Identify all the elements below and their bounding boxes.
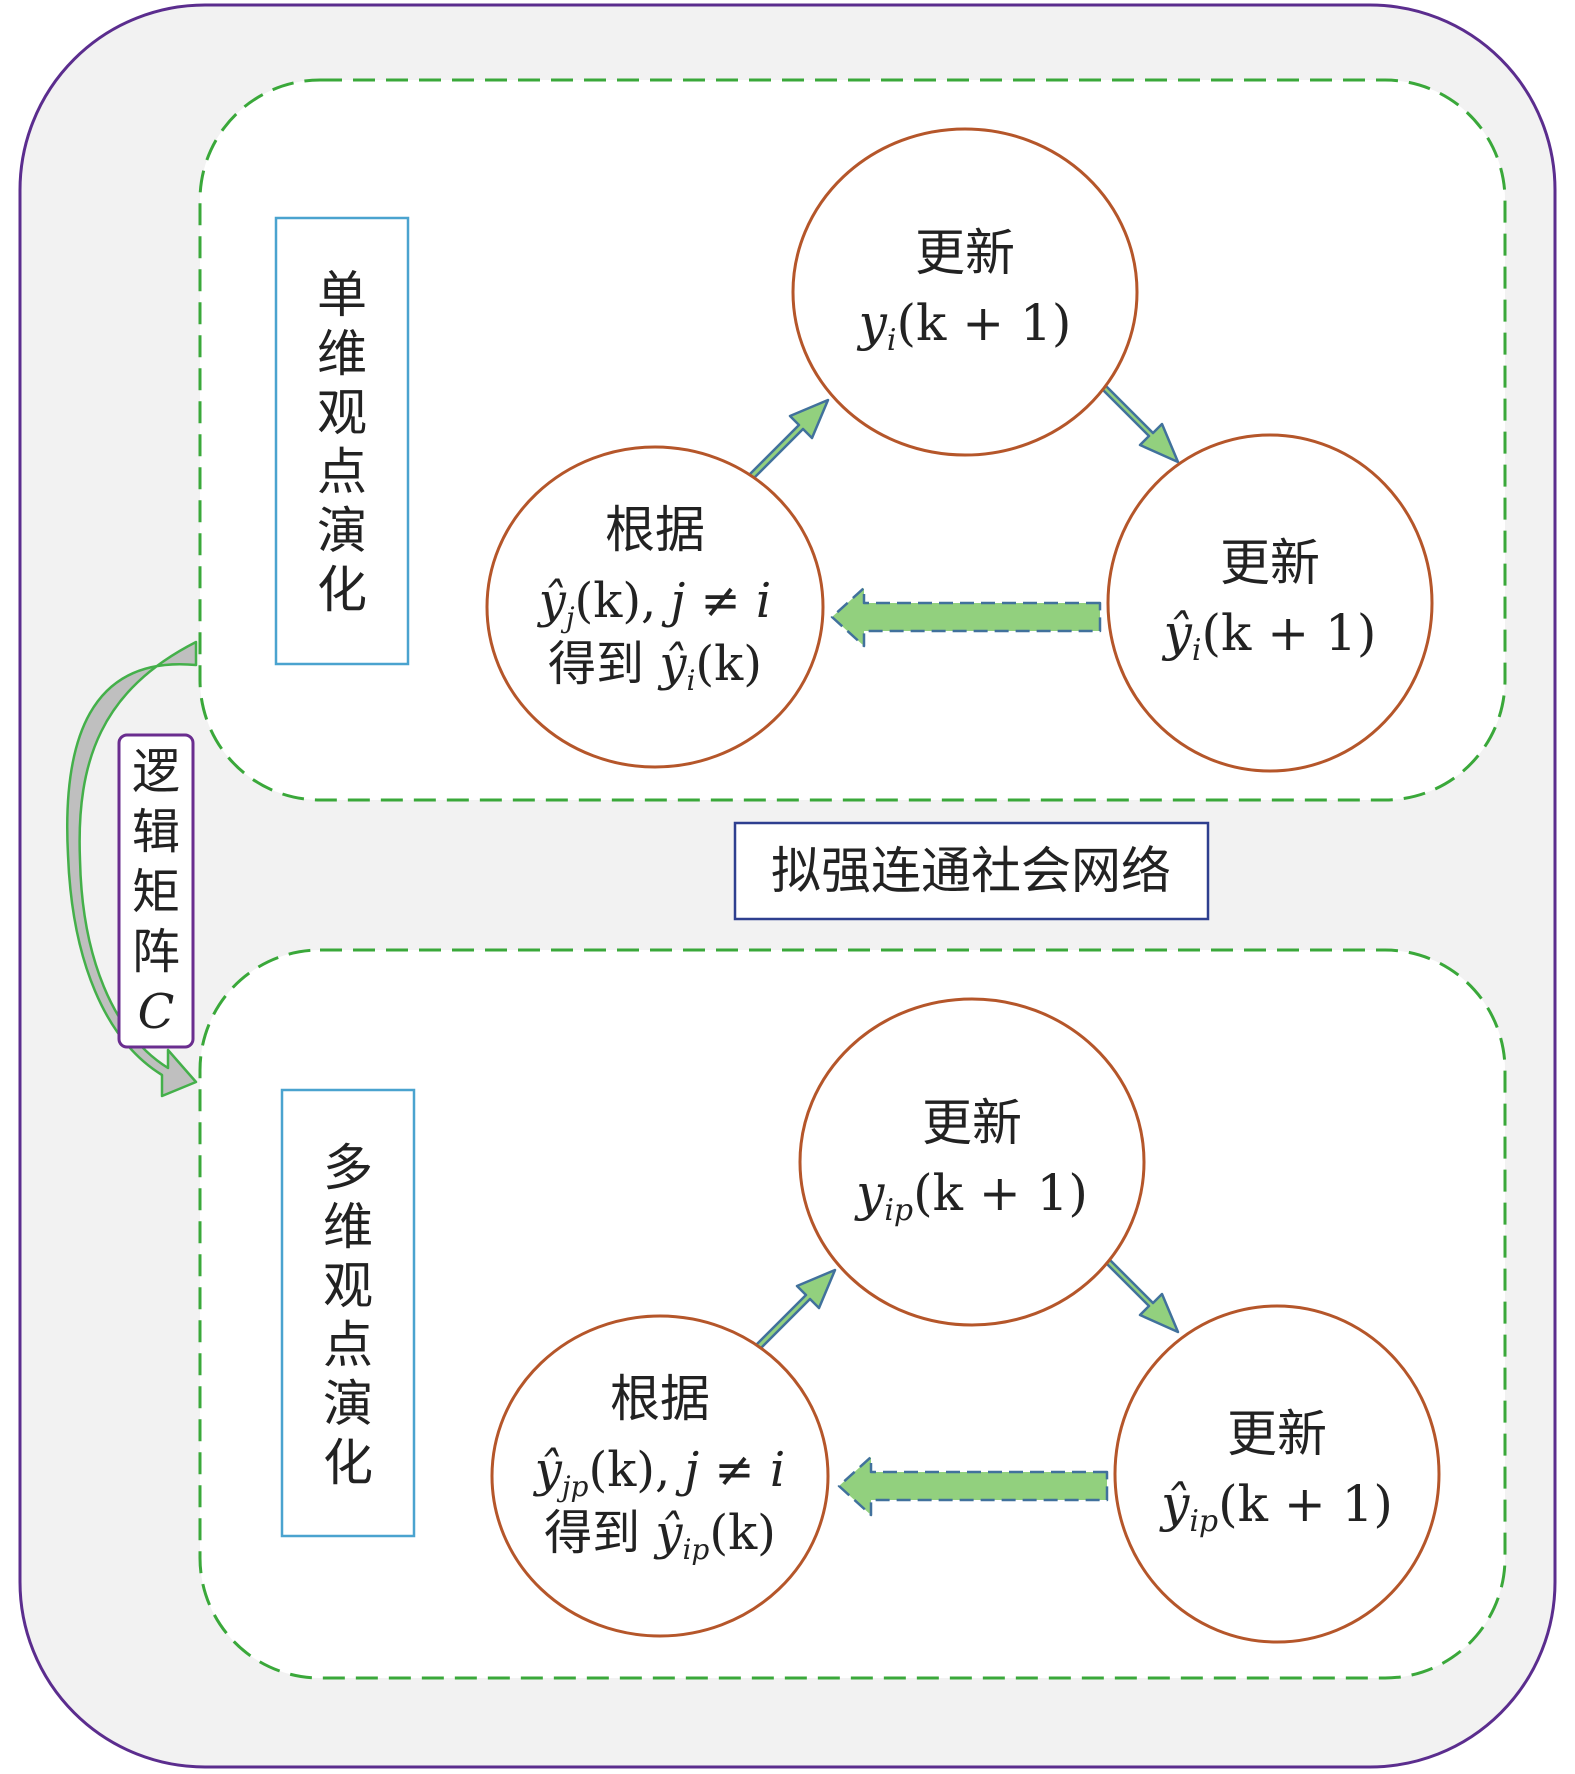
logic-matrix-label-group: 逻 辑 矩 阵 C	[117, 733, 195, 1049]
formula-var: ŷ	[533, 1442, 563, 1498]
node-formula: yi(k + 1)	[857, 294, 1072, 358]
label-char: 化	[317, 561, 367, 619]
node-circle	[1113, 1304, 1441, 1644]
multi-dimension-label-box	[280, 1088, 416, 1538]
node-title: 更新	[1220, 534, 1320, 592]
formula-var: ŷ	[657, 636, 687, 692]
node-formula: ŷip(k + 1)	[1159, 1475, 1393, 1539]
formula-sub: i	[686, 664, 695, 697]
multi-dimension-panel: 多 维 观 点 演 化 更新 yip(k + 1) 更新 ŷip(k + 1)	[198, 948, 1507, 1680]
arrow-top-to-right	[1098, 1252, 1180, 1334]
formula-args: (k + 1)	[1218, 1475, 1393, 1533]
logic-matrix-label: 逻 辑 矩 阵	[132, 744, 180, 980]
formula-sub: ip	[1189, 1504, 1218, 1539]
estimate-node: 根据 ŷj(k),j ≠ i 得到 ŷi(k)	[485, 445, 825, 769]
logic-matrix-label-box	[117, 733, 195, 1049]
update-y-node: 更新 yip(k + 1)	[798, 997, 1146, 1327]
label-char: 观	[323, 1257, 373, 1315]
single-dimension-label: 单 维 观 点 演 化	[317, 266, 367, 619]
formula-args: (k)	[695, 636, 762, 692]
arrow-left-to-top	[744, 398, 830, 484]
node-formula-line3: 得到 ŷip(k)	[544, 1505, 776, 1566]
node-formula-line2: ŷj(k),j ≠ i	[537, 573, 772, 634]
arrow-right-to-left	[837, 1455, 1109, 1517]
label-char: 矩	[132, 864, 180, 920]
formula-var: ŷ	[653, 1505, 683, 1561]
network-label-group: 拟强连通社会网络	[733, 821, 1210, 921]
node-circle	[485, 445, 825, 769]
label-char: 多	[323, 1139, 373, 1197]
formula-var: y	[854, 1164, 885, 1222]
node-title: 更新	[922, 1094, 1022, 1152]
node-title: 更新	[915, 224, 1015, 282]
label-char: 维	[317, 325, 367, 383]
single-dimension-label-box	[274, 216, 410, 666]
formula-sub: i	[1192, 633, 1202, 668]
network-label-box	[733, 821, 1210, 921]
logic-matrix-symbol: C	[138, 984, 175, 1040]
formula-args: (k + 1)	[913, 1164, 1088, 1222]
formula-args: (k),	[575, 573, 657, 629]
label-char: 演	[317, 502, 367, 560]
formula-tail: j ≠ i	[675, 1442, 785, 1498]
formula-args: (k),	[588, 1442, 670, 1498]
formula-sub: i	[887, 323, 897, 358]
formula-var: ŷ	[1162, 604, 1193, 662]
label-char: 单	[317, 266, 367, 324]
arrow-right-to-left	[830, 586, 1102, 648]
formula-var: ŷ	[1159, 1475, 1190, 1533]
label-char: 化	[323, 1434, 373, 1492]
estimate-node: 根据 ŷjp(k),j ≠ i 得到 ŷip(k)	[490, 1314, 830, 1638]
formula-var: y	[857, 294, 888, 352]
label-char: 点	[317, 443, 367, 501]
node-title: 更新	[1227, 1405, 1327, 1463]
node-title: 根据	[605, 501, 705, 559]
node-circle	[490, 1314, 830, 1638]
formula-var: ŷ	[537, 573, 567, 629]
label-char: 维	[323, 1198, 373, 1256]
node-formula-line3: 得到 ŷi(k)	[548, 636, 762, 697]
node-circle	[791, 127, 1139, 457]
node-formula-line2: ŷjp(k),j ≠ i	[533, 1442, 786, 1503]
formula-sub: ip	[682, 1533, 709, 1566]
multi-dimension-label: 多 维 观 点 演 化	[323, 1139, 373, 1492]
label-char: 逻	[132, 744, 180, 800]
formula-args: (k + 1)	[897, 294, 1072, 352]
node-title: 根据	[610, 1370, 710, 1428]
formula-args: (k)	[709, 1505, 776, 1561]
formula-sub: jp	[556, 1470, 589, 1503]
formula-prefix: 得到	[548, 636, 659, 692]
label-char: 点	[323, 1316, 373, 1374]
label-char: 辑	[132, 804, 180, 860]
formula-tail: j ≠ i	[661, 573, 771, 629]
label-char: 观	[317, 384, 367, 442]
arrow-left-to-top	[751, 1268, 837, 1354]
node-circle	[798, 997, 1146, 1327]
network-label: 拟强连通社会网络	[771, 842, 1171, 900]
formula-sub: ip	[884, 1193, 913, 1228]
single-dimension-panel: 单 维 观 点 演 化 更新 yi(k + 1) 更新 ŷi(k + 1)	[198, 78, 1507, 802]
formula-args: (k + 1)	[1202, 604, 1377, 662]
label-char: 演	[323, 1375, 373, 1433]
logic-matrix-curved-arrow	[66, 640, 198, 1098]
update-y-hat-node: 更新 ŷi(k + 1)	[1106, 433, 1434, 773]
arrow-top-to-right	[1098, 382, 1180, 464]
node-circle	[1106, 433, 1434, 773]
update-y-node: 更新 yi(k + 1)	[791, 127, 1139, 457]
label-char: 阵	[132, 924, 180, 980]
update-y-hat-node: 更新 ŷip(k + 1)	[1113, 1304, 1441, 1644]
node-formula: ŷi(k + 1)	[1162, 604, 1377, 668]
formula-prefix: 得到	[544, 1505, 655, 1561]
node-formula: yip(k + 1)	[854, 1164, 1088, 1228]
